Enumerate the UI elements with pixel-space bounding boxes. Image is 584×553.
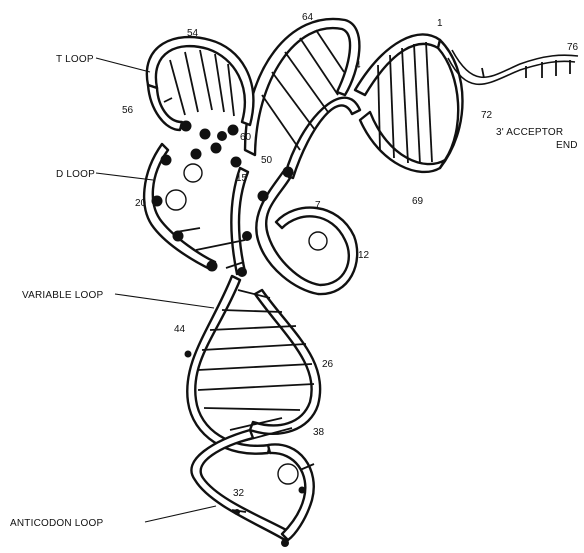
position-54: 54 xyxy=(187,28,199,39)
acceptor-label-line1: 3' ACCEPTOR xyxy=(496,127,563,138)
contact-dot xyxy=(234,509,240,515)
contact-dot xyxy=(217,131,227,141)
position-60: 60 xyxy=(240,132,252,143)
contact-dot xyxy=(181,121,192,132)
d-loop-label: D LOOP xyxy=(56,169,95,180)
contact-dot xyxy=(185,351,192,358)
hollow-circle xyxy=(166,190,186,210)
contact-dot xyxy=(283,167,294,178)
position-44: 44 xyxy=(174,324,186,335)
contact-dot xyxy=(207,261,218,272)
position-69: 69 xyxy=(412,196,424,207)
connector-strand xyxy=(256,172,357,294)
contact-dot xyxy=(173,231,184,242)
t-loop-label: T LOOP xyxy=(56,54,94,65)
contact-dot xyxy=(231,157,242,168)
position-50: 50 xyxy=(261,155,273,166)
t-loop xyxy=(147,37,253,130)
acceptor-stem xyxy=(355,34,578,172)
position-64: 64 xyxy=(302,12,314,23)
position-56: 56 xyxy=(122,105,134,116)
hollow-circle xyxy=(309,232,327,250)
hollow-circle xyxy=(278,464,298,484)
contact-dot xyxy=(152,196,163,207)
position-12: 12 xyxy=(358,250,370,261)
contact-dot xyxy=(242,231,252,241)
contact-dot xyxy=(299,487,306,494)
anticodon-stem xyxy=(187,276,320,454)
contact-dot xyxy=(281,539,289,547)
position-20: 20 xyxy=(135,198,147,209)
contact-dot xyxy=(161,155,172,166)
anticodon-loop-label: ANTICODON LOOP xyxy=(10,518,103,529)
position-32: 32 xyxy=(233,488,245,499)
contact-dot xyxy=(211,143,222,154)
contact-dot xyxy=(258,191,269,202)
position-38: 38 xyxy=(313,427,325,438)
position-76: 76 xyxy=(567,42,579,53)
contact-dot xyxy=(200,129,211,140)
contact-dot xyxy=(237,267,247,277)
position-1: 1 xyxy=(437,18,443,29)
position-4: 4 xyxy=(355,60,361,71)
contact-dot xyxy=(191,149,202,160)
acceptor-label-line2: END xyxy=(556,140,578,151)
leader-lines xyxy=(96,58,216,522)
position-72: 72 xyxy=(481,110,493,121)
contact-dot xyxy=(228,125,239,136)
variable-loop-label: VARIABLE LOOP xyxy=(22,290,103,301)
position-7: 7 xyxy=(315,200,321,211)
hollow-circle xyxy=(184,164,202,182)
position-15: 15 xyxy=(236,173,248,184)
position-26: 26 xyxy=(322,359,334,370)
